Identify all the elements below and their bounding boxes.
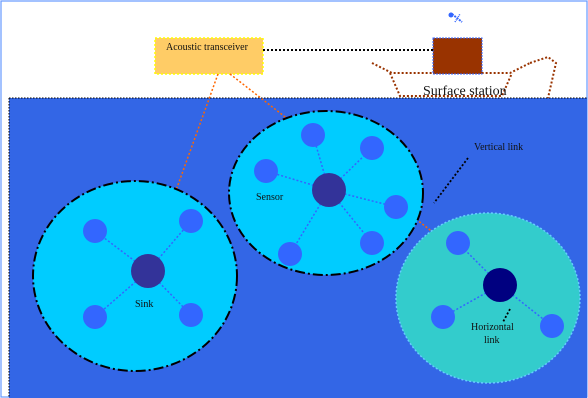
sensor-label: Sensor: [256, 192, 284, 203]
cluster-left: [32, 180, 238, 372]
horizontal-link-label-line2: link: [484, 335, 500, 346]
sensor-node: [540, 314, 564, 338]
sensor-node: [360, 136, 384, 160]
surface-station-box: [432, 37, 483, 75]
sensor-node: [301, 123, 325, 147]
sensor-node: [83, 305, 107, 329]
cluster-middle: [228, 110, 424, 276]
sink-node: [312, 173, 346, 207]
sensor-node: [446, 231, 470, 255]
sensor-node: [431, 305, 455, 329]
boat-mast: [529, 55, 558, 99]
vertical-link-pointer: [433, 157, 469, 204]
horizontal-link-pointer: [502, 308, 511, 323]
acoustic-transceiver-box: [154, 37, 264, 75]
satellite-antenna-icon: [448, 12, 463, 23]
vertical-link-label: Vertical link: [474, 142, 523, 153]
horizontal-link-label-line1: Horizontal: [471, 322, 514, 333]
sink-label: Sink: [135, 299, 153, 310]
sensor-node: [83, 219, 107, 243]
sensor-node: [254, 159, 278, 183]
sensor-node: [278, 242, 302, 266]
acoustic-transceiver-label: Acoustic transceiver: [166, 42, 249, 53]
sink-node: [483, 268, 517, 302]
sink-node: [131, 254, 165, 288]
surface-station-label: Surface station: [423, 84, 507, 99]
sensor-node: [384, 195, 408, 219]
sensor-node: [360, 231, 384, 255]
sensor-node: [179, 303, 203, 327]
sensor-node: [179, 209, 203, 233]
boat-hull-bottom: [389, 72, 513, 97]
cluster-right: [395, 212, 581, 384]
